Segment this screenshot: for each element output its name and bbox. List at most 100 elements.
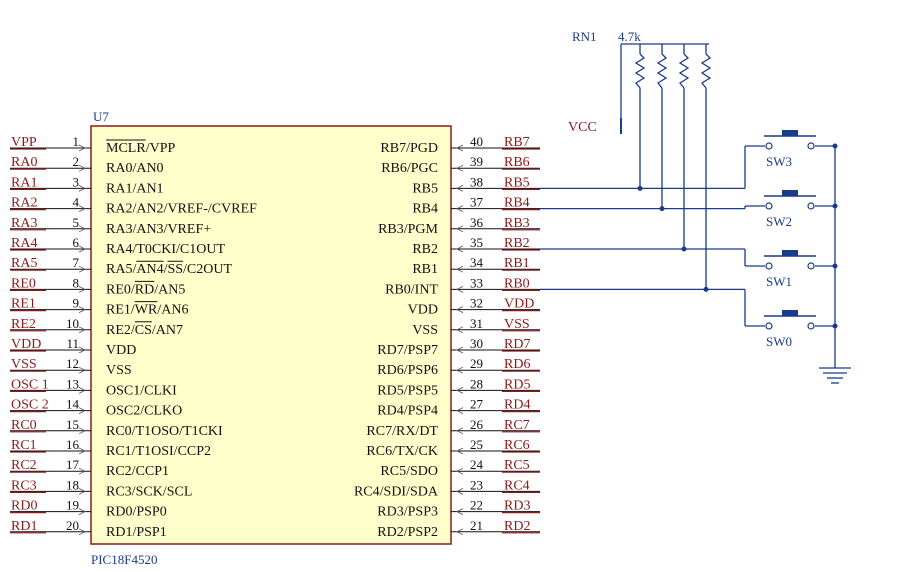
right-pin-number: 27 xyxy=(470,397,484,412)
left-pin-number: 19 xyxy=(66,498,79,513)
pin-arrow xyxy=(78,528,86,536)
pin-arrow xyxy=(78,306,86,313)
func-part: RD1/PSP1 xyxy=(106,525,167,540)
pin-arrow xyxy=(456,185,464,192)
func-part: OSC2/CLKO xyxy=(106,404,182,419)
right-pin-number: 33 xyxy=(470,275,483,290)
left-net-label: VPP xyxy=(11,135,37,150)
left-pin-number: 9 xyxy=(73,296,80,311)
left-net-label: VDD xyxy=(11,337,41,352)
right-pin-33: RB0 33 RB0/INT xyxy=(385,275,540,297)
rn-value-label: 4.7k xyxy=(618,29,641,44)
left-pin-number: 5 xyxy=(73,215,80,230)
func-part: RE2/ xyxy=(106,323,135,338)
right-pin-number: 28 xyxy=(470,376,483,391)
left-net-label: RA5 xyxy=(11,256,37,271)
left-pin-function: RA3/AN3/VREF+ xyxy=(106,222,211,237)
pin-arrow xyxy=(78,427,86,435)
right-pin-number: 24 xyxy=(470,457,484,472)
pin-arrow xyxy=(78,407,86,414)
func-part: WR xyxy=(135,303,158,318)
func-part: RD0/PSP0 xyxy=(106,505,167,520)
pin-arrow xyxy=(78,346,86,354)
switch-circuit-sw2: SW2 xyxy=(540,88,838,229)
switch-label: SW0 xyxy=(766,334,792,349)
func-part: AN4 xyxy=(136,262,163,277)
right-pin-function: RD5/PSP5 xyxy=(377,383,438,398)
right-net-label: VDD xyxy=(504,297,534,312)
func-part: RE1/ xyxy=(106,303,135,318)
left-net-label: RA4 xyxy=(11,236,37,251)
right-net-label: RB5 xyxy=(504,175,530,190)
switch-label: SW1 xyxy=(766,274,792,289)
pin-arrow xyxy=(456,245,464,253)
pin-arrow xyxy=(78,205,86,212)
left-pin-number: 6 xyxy=(73,235,80,250)
pin-arrow xyxy=(78,265,86,273)
left-net-label: RE1 xyxy=(11,297,36,312)
pin-arrow xyxy=(456,205,464,212)
left-pin-function: RA4/T0CKI/C1OUT xyxy=(106,242,225,257)
right-pin-number: 29 xyxy=(470,356,483,371)
right-pin-number: 25 xyxy=(470,437,483,452)
func-part: RC3/SCK/SCL xyxy=(106,484,192,499)
left-pin-function: RD1/PSP1 xyxy=(106,525,167,540)
left-net-label: RA1 xyxy=(11,175,37,190)
right-net-label: RB0 xyxy=(504,276,530,291)
right-net-label: RD5 xyxy=(504,377,530,392)
left-pin-function: RA0/AN0 xyxy=(106,161,164,176)
func-part: RE0/ xyxy=(106,282,135,297)
right-pin-function: RC7/RX/DT xyxy=(366,424,438,439)
left-pin-function: RA5/AN4/SS/C2OUT xyxy=(106,262,232,277)
pin-arrow xyxy=(456,447,464,455)
right-net-label: RB2 xyxy=(504,236,530,251)
func-part: VSS xyxy=(106,363,132,378)
left-net-label: RE2 xyxy=(11,317,36,332)
left-net-label: RE0 xyxy=(11,276,36,291)
pin-arrow xyxy=(78,447,86,455)
right-pin-number: 22 xyxy=(470,498,483,513)
right-net-label: RB4 xyxy=(504,196,530,211)
left-pin-number: 8 xyxy=(73,275,80,290)
left-net-label: VSS xyxy=(11,357,37,372)
switch-circuit-sw1: SW1 xyxy=(540,88,838,289)
pin-arrow xyxy=(456,286,464,293)
func-part: SS xyxy=(167,262,183,277)
resistor-network xyxy=(620,43,712,134)
left-pin-6: RA4 6 RA4/T0CKI/C1OUT xyxy=(10,235,225,257)
right-pin-number: 32 xyxy=(470,296,483,311)
pin-arrow xyxy=(78,225,86,233)
junction-dot xyxy=(703,286,709,292)
pin-arrow xyxy=(456,144,464,152)
pin-arrow xyxy=(456,467,464,475)
right-pin-function: RC5/SDO xyxy=(380,464,438,479)
left-pin-number: 1 xyxy=(73,134,80,149)
left-net-label: RC0 xyxy=(11,418,37,433)
left-pin-function: RA2/AN2/VREF-/CVREF xyxy=(106,202,257,217)
pin-arrow xyxy=(456,366,464,374)
pin-arrow xyxy=(78,366,86,374)
func-part: MCLR xyxy=(106,141,146,156)
chip-ref-label: U7 xyxy=(93,109,109,124)
func-part: RC2/CCP1 xyxy=(106,464,169,479)
func-part: VDD xyxy=(106,343,136,358)
right-pin-function: RB0/INT xyxy=(385,282,438,297)
func-part: RA1/AN1 xyxy=(106,181,164,196)
switch-label: SW3 xyxy=(766,154,792,169)
